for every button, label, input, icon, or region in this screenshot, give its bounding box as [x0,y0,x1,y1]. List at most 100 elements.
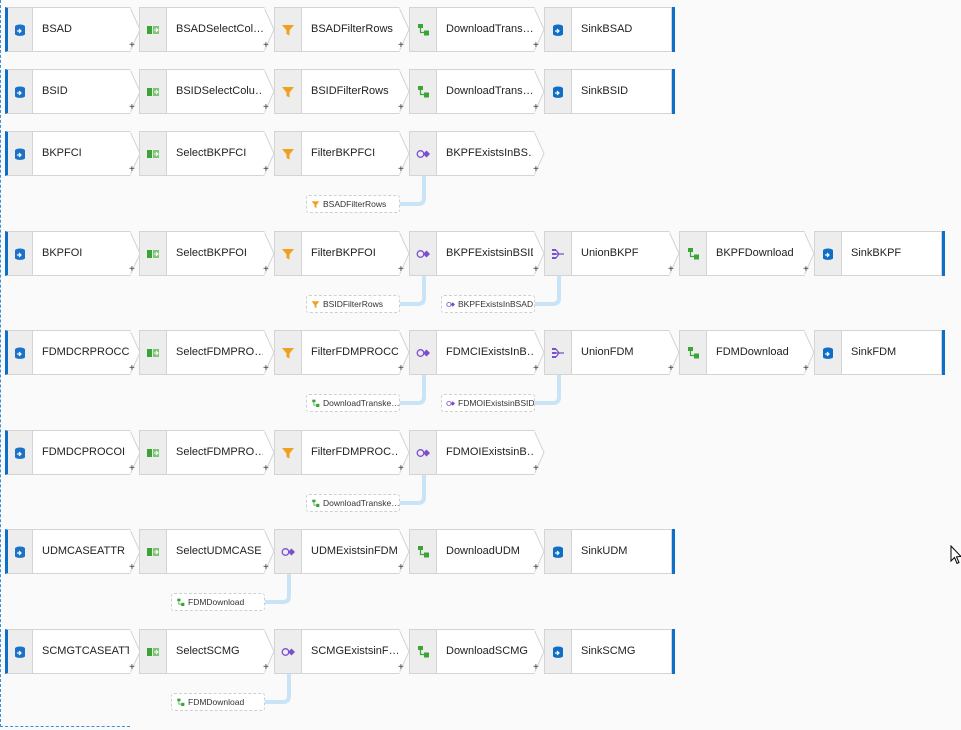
union-node[interactable]: UnionBKPF [544,231,681,276]
exists-node[interactable]: FDMCIExistsInB… [409,330,546,375]
derived-column-icon [409,69,437,114]
add-transformation-button[interactable]: + [398,363,404,374]
derived-column-icon [679,231,707,276]
derived-column-icon [409,7,437,52]
select-node[interactable]: SelectSCMG [139,629,276,674]
add-transformation-button[interactable]: + [398,662,404,673]
node-label: BKPFExistsInBS… [436,131,534,176]
source-node[interactable]: SCMGTCASEATTR [5,629,142,674]
add-transformation-button[interactable]: + [533,562,539,573]
sink-node[interactable]: SinkBSID [544,69,681,114]
source-node[interactable]: BKPFCI [5,131,142,176]
filter-node[interactable]: FilterFDMPROCCI [274,330,411,375]
filter-node[interactable]: BSADFilterRows [274,7,411,52]
select-node[interactable]: SelectFDMPRO… [139,430,276,475]
add-transformation-button[interactable]: + [668,363,674,374]
add-transformation-button[interactable]: + [129,164,135,175]
filter-node[interactable]: FilterBKPFCI [274,131,411,176]
source-node[interactable]: BSAD [5,7,142,52]
add-transformation-button[interactable]: + [398,463,404,474]
select-node[interactable]: SelectBKPFOI [139,231,276,276]
exists-node[interactable]: FDMOIExistsinB… [409,430,546,475]
derived-node[interactable]: DownloadTrans… [409,69,546,114]
filter-node[interactable]: FilterFDMPROC… [274,430,411,475]
source-node[interactable]: FDMDCRPROCCI [5,330,142,375]
source-node[interactable]: BKPFOI [5,231,142,276]
union-icon [544,231,572,276]
add-transformation-button[interactable]: + [398,562,404,573]
add-transformation-button[interactable]: + [533,363,539,374]
add-transformation-button[interactable]: + [803,264,809,275]
add-transformation-button[interactable]: + [263,102,269,113]
add-transformation-button[interactable]: + [263,164,269,175]
add-transformation-button[interactable]: + [398,164,404,175]
derived-node[interactable]: BKPFDownload [679,231,816,276]
derived-node[interactable]: FDMDownload [679,330,816,375]
source-node[interactable]: FDMDCPROCOI [5,430,142,475]
derived-node[interactable]: DownloadSCMG [409,629,546,674]
add-transformation-button[interactable]: + [263,662,269,673]
add-transformation-button[interactable]: + [533,463,539,474]
reference-stream-chip[interactable]: FDMOIExistsinBSID [441,394,535,412]
select-node[interactable]: BSIDSelectColu… [139,69,276,114]
add-transformation-button[interactable]: + [668,264,674,275]
add-transformation-button[interactable]: + [263,562,269,573]
reference-stream-chip[interactable]: BSIDFilterRows [306,295,400,313]
reference-stream-chip[interactable]: DownloadTranske… [306,394,400,412]
add-transformation-button[interactable]: + [263,264,269,275]
sink-node[interactable]: SinkFDM [814,330,951,375]
add-transformation-button[interactable]: + [129,264,135,275]
add-transformation-button[interactable]: + [129,363,135,374]
union-node[interactable]: UnionFDM [544,330,681,375]
add-transformation-button[interactable]: + [533,264,539,275]
filter-icon [311,200,320,208]
derived-column-icon [177,698,185,706]
node-label: SelectBKPFCI [166,131,264,176]
reference-stream-chip[interactable]: FDMDownload [171,693,265,711]
node-label: FilterFDMPROCCI [301,330,399,375]
exists-node[interactable]: BKPFExistsinBSID [409,231,546,276]
exists-node[interactable]: BKPFExistsInBS… [409,131,546,176]
sink-node[interactable]: SinkSCMG [544,629,681,674]
node-arrow [129,330,141,375]
derived-node[interactable]: DownloadUDM [409,529,546,574]
add-transformation-button[interactable]: + [533,40,539,51]
add-transformation-button[interactable]: + [129,662,135,673]
add-transformation-button[interactable]: + [263,363,269,374]
derived-node[interactable]: DownloadTrans… [409,7,546,52]
sink-node[interactable]: SinkBKPF [814,231,951,276]
source-node[interactable]: UDMCASEATTR [5,529,142,574]
exists-icon [409,131,437,176]
source-node[interactable]: BSID [5,69,142,114]
select-icon [139,529,167,574]
reference-stream-chip[interactable]: DownloadTranske… [306,494,400,512]
node-label: SinkSCMG [571,629,672,674]
add-transformation-button[interactable]: + [398,40,404,51]
add-transformation-button[interactable]: + [129,463,135,474]
add-transformation-button[interactable]: + [129,102,135,113]
add-transformation-button[interactable]: + [533,102,539,113]
select-node[interactable]: SelectBKPFCI [139,131,276,176]
exists-node[interactable]: UDMExistsinFDM [274,529,411,574]
reference-stream-chip[interactable]: BSADFilterRows [306,195,400,213]
exists-node[interactable]: SCMGExistsinF… [274,629,411,674]
sink-node[interactable]: SinkBSAD [544,7,681,52]
add-transformation-button[interactable]: + [263,40,269,51]
add-transformation-button[interactable]: + [398,102,404,113]
add-transformation-button[interactable]: + [129,40,135,51]
select-node[interactable]: BSADSelectCol… [139,7,276,52]
add-transformation-button[interactable]: + [263,463,269,474]
reference-stream-chip[interactable]: BKPFExistsInBSAD [441,295,535,313]
add-transformation-button[interactable]: + [533,662,539,673]
filter-node[interactable]: FilterBKPFOI [274,231,411,276]
select-node[interactable]: SelectUDMCASE [139,529,276,574]
select-node[interactable]: SelectFDMPRO… [139,330,276,375]
add-transformation-button[interactable]: + [398,264,404,275]
reference-stream-chip[interactable]: FDMDownload [171,593,265,611]
add-transformation-button[interactable]: + [803,363,809,374]
add-transformation-button[interactable]: + [533,164,539,175]
sink-node[interactable]: SinkUDM [544,529,681,574]
filter-node[interactable]: BSIDFilterRows [274,69,411,114]
add-transformation-button[interactable]: + [129,562,135,573]
